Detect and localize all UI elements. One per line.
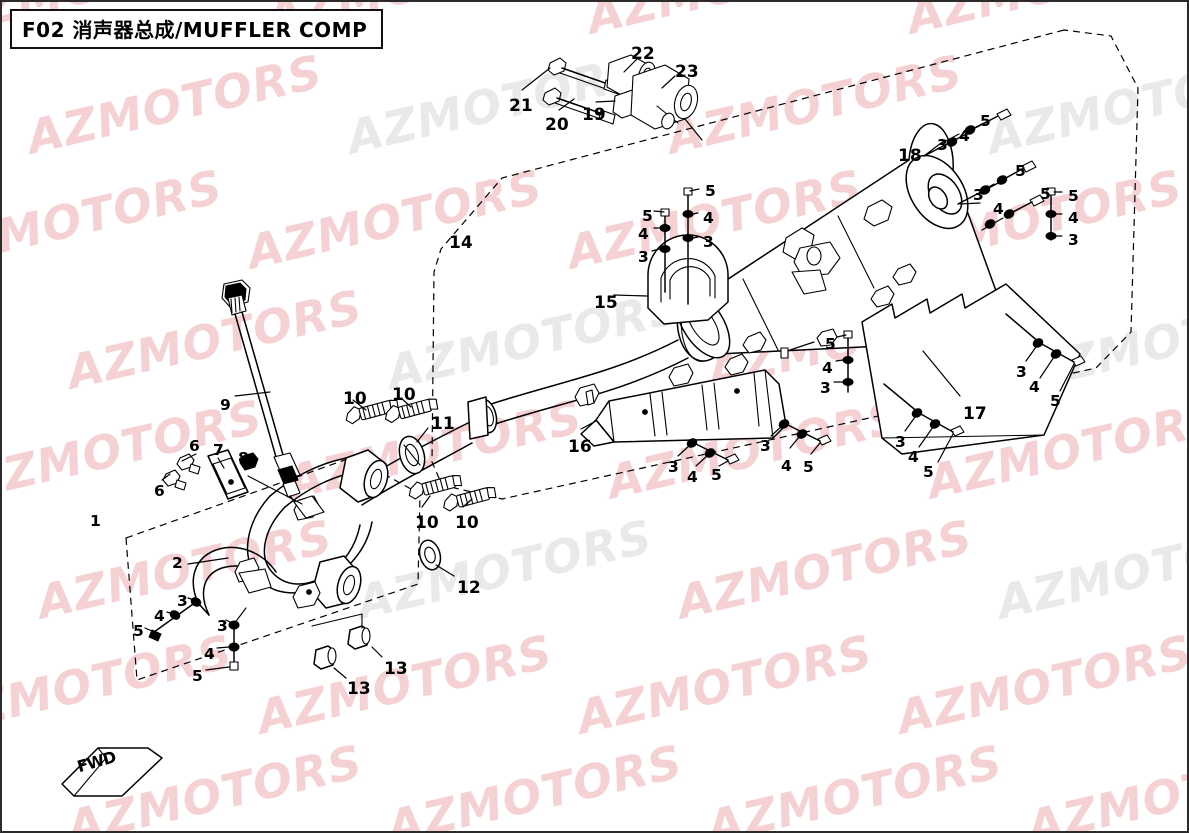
callout-3: 3 — [760, 437, 771, 455]
callout-18: 18 — [898, 146, 922, 166]
callout-3: 3 — [973, 186, 984, 204]
assembly-boundary-14 — [431, 29, 1139, 500]
callout-5: 5 — [980, 112, 991, 130]
callout-11: 11 — [431, 414, 455, 434]
callout-13: 13 — [384, 659, 408, 679]
callout-4: 4 — [993, 200, 1004, 218]
callout-5: 5 — [711, 466, 722, 484]
fastener-stacks — [144, 108, 1086, 671]
callout-22: 22 — [631, 44, 655, 64]
callout-2: 2 — [172, 554, 183, 572]
callout-5: 5 — [1015, 162, 1026, 180]
callout-4: 4 — [781, 457, 792, 475]
grommets-13 — [311, 613, 383, 679]
callout-4: 4 — [908, 448, 919, 466]
callout-15: 15 — [594, 293, 618, 313]
callout-17: 17 — [963, 404, 987, 424]
callout-3: 3 — [217, 617, 228, 635]
callout-20: 20 — [545, 115, 569, 135]
callout-5: 5 — [825, 335, 836, 353]
oxygen-sensor-9 — [221, 279, 325, 519]
callout-5: 5 — [192, 667, 203, 685]
callout-5: 5 — [1050, 392, 1061, 410]
callout-6: 6 — [189, 437, 200, 455]
callout-4: 4 — [687, 468, 698, 486]
callout-14: 14 — [449, 233, 473, 253]
callout-5: 5 — [1040, 185, 1051, 203]
callout-10: 10 — [415, 513, 439, 533]
callout-3: 3 — [1068, 231, 1079, 249]
heat-shield-16 — [580, 369, 787, 447]
mid-pipe — [349, 339, 694, 506]
callout-5: 5 — [923, 463, 934, 481]
callout-3: 3 — [1016, 363, 1027, 381]
callout-3: 3 — [703, 233, 714, 251]
callout-4: 4 — [703, 209, 714, 227]
callout-16: 16 — [568, 437, 592, 457]
callout-4: 4 — [959, 127, 970, 145]
sensor-bracket-6-7-8 — [161, 449, 303, 505]
callout-5: 5 — [133, 622, 144, 640]
callout-3: 3 — [895, 433, 906, 451]
callout-1: 1 — [90, 512, 101, 530]
callout-21: 21 — [509, 96, 533, 116]
callout-7: 7 — [213, 441, 224, 459]
springs-10 — [345, 397, 497, 512]
callout-4: 4 — [822, 359, 833, 377]
callout-10: 10 — [392, 385, 416, 405]
callout-4: 4 — [1068, 209, 1079, 227]
callout-3: 3 — [820, 379, 831, 397]
callout-4: 4 — [638, 225, 649, 243]
fwd-arrow — [61, 747, 163, 797]
callout-19: 19 — [582, 105, 606, 125]
header-pipe-group-box-1 — [125, 456, 421, 681]
callout-5: 5 — [705, 182, 716, 200]
callout-12: 12 — [457, 578, 481, 598]
gasket-12 — [418, 539, 455, 577]
header-pipe-2 — [187, 449, 389, 616]
callout-9: 9 — [220, 396, 231, 414]
callout-6: 6 — [154, 482, 165, 500]
hanger-hardware-19-23 — [521, 54, 703, 141]
page-title: F02 消声器总成/MUFFLER COMP — [22, 17, 368, 42]
callout-4: 4 — [154, 607, 165, 625]
callout-3: 3 — [668, 458, 679, 476]
callout-3: 3 — [638, 248, 649, 266]
gasket-11 — [398, 427, 429, 475]
callout-13: 13 — [347, 679, 371, 699]
callout-3: 3 — [937, 136, 948, 154]
callout-5: 5 — [642, 207, 653, 225]
callout-3: 3 — [177, 592, 188, 610]
callout-5: 5 — [1068, 187, 1079, 205]
callout-4: 4 — [1029, 378, 1040, 396]
callout-5: 5 — [803, 458, 814, 476]
callout-10: 10 — [343, 389, 367, 409]
title-block: F02 消声器总成/MUFFLER COMP — [10, 9, 384, 49]
callout-10: 10 — [455, 513, 479, 533]
callout-8: 8 — [238, 449, 249, 467]
callout-4: 4 — [204, 645, 215, 663]
callout-23: 23 — [675, 62, 699, 82]
